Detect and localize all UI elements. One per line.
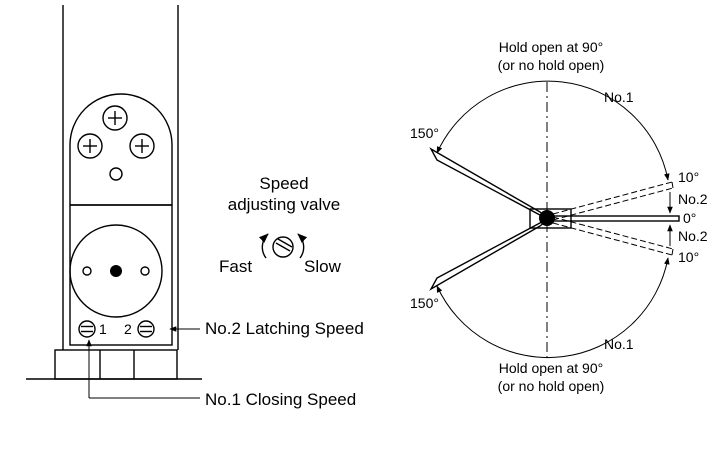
- closing-speed-label: No.1 Closing Speed: [205, 390, 356, 409]
- hold-open-bottom-line1: Hold open at 90°: [499, 360, 603, 376]
- pivot-icon: [539, 210, 555, 226]
- phillips-screw-icon: [129, 133, 155, 159]
- latching-speed-label: No.2 Latching Speed: [205, 319, 364, 338]
- hold-open-top-line2: (or no hold open): [498, 57, 605, 73]
- valve-title-line2: adjusting valve: [228, 195, 340, 214]
- no1-arc-bottom: [436, 257, 670, 359]
- no1-label-bottom: No.1: [604, 336, 634, 352]
- slotted-screw-icon: [78, 320, 96, 338]
- no2-label-upper: No.2: [678, 191, 708, 207]
- screw1-number: 1: [99, 321, 107, 337]
- angle-10-top-label: 10°: [678, 169, 699, 185]
- no1-arc-top: [436, 80, 670, 181]
- fast-label: Fast: [219, 257, 252, 276]
- spindle-icon: [110, 265, 122, 277]
- angle-150-bottom-label: 150°: [410, 295, 439, 311]
- closer-unit: 1 2: [26, 5, 202, 399]
- slow-label: Slow: [304, 257, 342, 276]
- slotted-screw-icon: [137, 320, 155, 338]
- hold-open-bottom-line2: (or no hold open): [498, 378, 605, 394]
- angle-150-top-label: 150°: [410, 125, 439, 141]
- phillips-screw-icon: [102, 105, 128, 131]
- hold-open-top-line1: Hold open at 90°: [499, 39, 603, 55]
- speed-valve-legend: Speed adjusting valve Fast Slow: [219, 174, 342, 276]
- fast-arrow-icon: [258, 233, 269, 259]
- cover-pin: [109, 167, 123, 181]
- valve-screw-icon: [272, 236, 294, 258]
- spindle-disc: [69, 224, 163, 318]
- angle-0-label: 0°: [683, 210, 696, 226]
- screw2-number: 2: [124, 321, 132, 337]
- angle-10-bottom-label: 10°: [678, 249, 699, 265]
- phillips-screw-icon: [77, 133, 103, 159]
- door-swing-diagram: [429, 80, 680, 360]
- slow-arrow-icon: [297, 233, 308, 259]
- no1-label-top: No.1: [604, 89, 634, 105]
- valve-title-line1: Speed: [259, 174, 308, 193]
- no2-label-lower: No.2: [678, 228, 708, 244]
